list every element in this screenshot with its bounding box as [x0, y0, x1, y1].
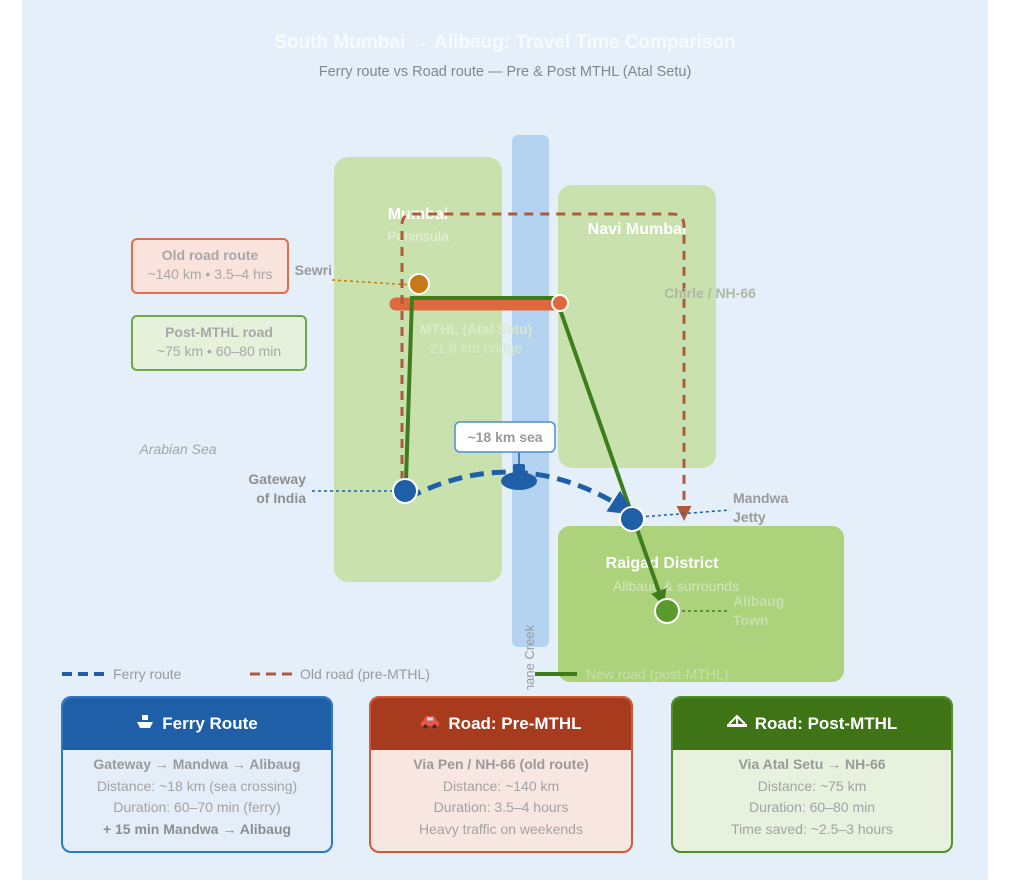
road-post-mthl-card-saved: Time saved: ~2.5–3 hours: [731, 820, 893, 837]
gateway-dot: [392, 478, 418, 504]
ferry-route-card: Ferry Route Gateway → Mandwa → Alibaug D…: [61, 696, 333, 853]
road-post-mthl-card-body: Via Atal Setu → NH-66 Distance: ~75 km D…: [673, 750, 951, 840]
sea-distance-label: ~18 km sea: [467, 429, 542, 445]
alibaug-label-line1: Alibaug: [733, 593, 784, 609]
creek-label: Thane Creek: [522, 624, 537, 690]
ferry-route-card-title: Ferry Route: [162, 714, 258, 733]
route-map: Thane Creek Mumbai Peninsula Navi Mumbai…: [62, 135, 844, 690]
raigad-sublabel: Alibaug & surrounds: [613, 578, 739, 594]
road-pre-mthl-card-header: Road: Pre-MTHL: [371, 698, 631, 750]
ferry-route-card-extra: + 15 min Mandwa → Alibaug: [102, 820, 292, 837]
navi-mumbai-region: [558, 185, 716, 468]
mandwa-label-line2: Jetty: [733, 509, 766, 525]
new-road-callout-detail: ~75 km • 60–80 min: [156, 343, 282, 359]
legend-new-road-label: New road (post-MTHL): [586, 666, 728, 682]
chirle-label: Chirle / NH-66: [664, 285, 756, 301]
diagram-subtitle: Ferry route vs Road route — Pre & Post M…: [318, 64, 692, 80]
new-road-callout: Post-MTHL road ~75 km • 60–80 min: [131, 315, 307, 371]
road-pre-mthl-card-duration: Duration: 3.5–4 hours: [433, 799, 569, 815]
mandwa-label-line1: Mandwa: [733, 490, 788, 506]
ferry-boat-icon: [501, 464, 537, 490]
diagram-title: South Mumbai → Alibaug: Travel Time Comp…: [274, 32, 736, 53]
legend: Ferry route Old road (pre-MTHL) New road…: [62, 666, 728, 682]
ferry-route-card-header: Ferry Route: [63, 698, 331, 750]
road-post-mthl-card-duration: Duration: 60–80 min: [748, 799, 876, 815]
road-pre-mthl-card-note: Heavy traffic on weekends: [419, 820, 583, 837]
old-road-callout-title: Old road route: [161, 247, 259, 263]
road-pre-mthl-card-route: Via Pen / NH-66 (old route): [413, 756, 589, 772]
gateway-label-line1: Gateway: [248, 471, 306, 487]
ferry-route-card-route: Gateway → Mandwa → Alibaug: [93, 756, 301, 772]
road-post-mthl-card-route: Via Atal Setu → NH-66: [738, 756, 886, 772]
ferry-route-card-duration: Duration: 60–70 min (ferry): [113, 799, 281, 815]
ferry-route-card-distance: Distance: ~18 km (sea crossing): [96, 777, 298, 794]
sewri-dot: [408, 273, 430, 295]
road-pre-mthl-card-body: Via Pen / NH-66 (old route) Distance: ~1…: [371, 750, 631, 840]
alibaug-label-line2: Town: [733, 612, 769, 628]
road-post-mthl-card-distance: Distance: ~75 km: [757, 777, 867, 794]
thane-creek: [512, 135, 549, 647]
chirle-dot: [551, 294, 569, 312]
sea-label: Arabian Sea: [138, 441, 216, 457]
bridge-icon: [726, 714, 747, 735]
car-icon: [420, 714, 440, 734]
new-road-callout-title: Post-MTHL road: [165, 324, 273, 340]
old-road-callout: Old road route ~140 km • 3.5–4 hrs: [131, 238, 289, 294]
navi-mumbai-label: Navi Mumbai: [588, 221, 687, 238]
mandwa-dot: [619, 506, 645, 532]
old-road-route: [400, 212, 692, 521]
ship-icon: [136, 714, 154, 735]
mumbai-sublabel: Peninsula: [387, 228, 449, 244]
road-post-mthl-card-title: Road: Post-MTHL: [754, 714, 898, 733]
raigad-label: Raigad District: [606, 555, 720, 572]
road-post-mthl-card-header: Road: Post-MTHL: [673, 698, 951, 750]
mthl-length-label: 21.8 km bridge: [430, 340, 523, 356]
road-pre-mthl-card-title: Road: Pre-MTHL: [448, 714, 582, 733]
mthl-label: MTHL (Atal Setu): [420, 321, 533, 337]
sewri-leader: [331, 279, 414, 286]
ferry-route-card-body: Gateway → Mandwa → Alibaug Distance: ~18…: [63, 750, 331, 840]
new-road-route: [404, 296, 667, 607]
road-post-mthl-card: Road: Post-MTHL Via Atal Setu → NH-66 Di…: [671, 696, 953, 853]
sewri-label: Sewri: [295, 262, 332, 278]
gateway-label-line2: of India: [256, 490, 306, 506]
road-pre-mthl-card: Road: Pre-MTHL Via Pen / NH-66 (old rout…: [369, 696, 633, 853]
raigad-region: [558, 526, 844, 682]
legend-old-road-label: Old road (pre-MTHL): [300, 666, 430, 682]
sea-distance-box: [454, 421, 556, 453]
road-pre-mthl-card-distance: Distance: ~140 km: [442, 777, 560, 794]
old-road-callout-detail: ~140 km • 3.5–4 hrs: [147, 266, 273, 282]
alibaug-dot: [654, 598, 680, 624]
legend-ferry-label: Ferry route: [113, 666, 182, 682]
